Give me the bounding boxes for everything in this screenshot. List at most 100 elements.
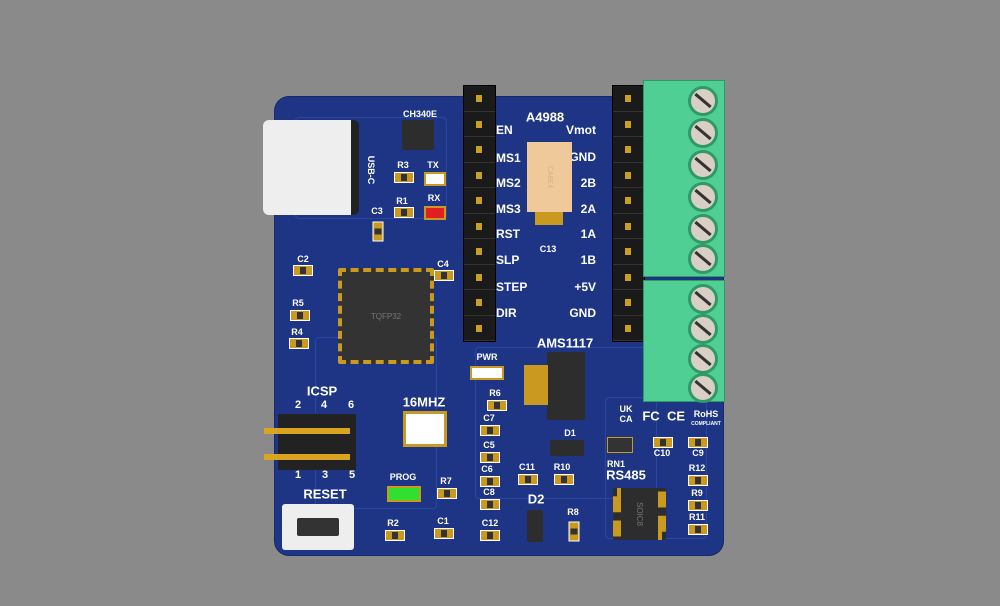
label-r7: R7: [440, 476, 452, 486]
label-r2: R2: [387, 518, 399, 528]
ukca-bottom: CA: [619, 414, 633, 424]
pin-label: EN: [496, 123, 513, 137]
resistor-r9: [688, 500, 708, 511]
resistor-r4: [289, 338, 309, 349]
ce-mark: CE: [666, 408, 686, 424]
pin-label: Vmot: [566, 123, 596, 137]
terminal-block-power: [643, 280, 725, 403]
rohs-mark: RoHS: [693, 409, 719, 419]
label-reset: RESET: [303, 486, 347, 502]
pin-label: SLP: [496, 253, 520, 267]
capacitor-c3: [372, 221, 384, 242]
mcu-tqfp32: TQFP32: [338, 268, 434, 364]
label-soic8: SOIC8: [635, 501, 644, 526]
label-d2: D2: [527, 491, 545, 507]
capacitor-pad: [535, 212, 563, 225]
resistor-r7: [437, 488, 457, 499]
label-icsp: ICSP: [306, 383, 338, 399]
prog-led: [387, 486, 421, 502]
usb-c-connector: [263, 120, 359, 215]
pin-label: STEP: [496, 280, 528, 294]
pin-label: GND: [569, 150, 596, 164]
label-usbc: USB-C: [366, 155, 376, 185]
resistor-r11: [688, 524, 708, 535]
icsp-pin-number: 3: [321, 469, 329, 481]
label-r8: R8: [567, 507, 579, 517]
pin-label: GND: [569, 306, 596, 320]
capacitor-c9: [688, 437, 708, 448]
label-r4: R4: [291, 327, 303, 337]
capacitor-c11: [518, 474, 538, 485]
capacitor-c10: [653, 437, 673, 448]
icsp-pin-number: 6: [347, 399, 355, 411]
rs485-transceiver: SOIC8: [613, 488, 666, 540]
terminal-block-motor: [643, 80, 725, 277]
label-c10: C10: [653, 448, 671, 458]
label-r3: R3: [397, 160, 409, 170]
label-c4: C4: [437, 259, 449, 269]
icsp-pin-number: 2: [294, 399, 302, 411]
label-c8: C8: [483, 487, 495, 497]
label-tx: TX: [427, 160, 439, 170]
capacitor-c4: [434, 270, 454, 281]
resistor-r3: [394, 172, 414, 183]
label-r5: R5: [292, 298, 304, 308]
rohs-compliant: COMPLIANT: [691, 421, 721, 427]
capacitor-c8: [480, 499, 500, 510]
pwr-led: [470, 366, 504, 380]
ukca-top: UK: [619, 404, 633, 414]
label-c11: C11: [518, 462, 536, 472]
pin-label: MS2: [496, 176, 521, 190]
resistor-r1: [394, 207, 414, 218]
ch340e-chip: [402, 120, 434, 150]
label-rs485: RS485: [606, 467, 646, 483]
resistor-r10: [554, 474, 574, 485]
label-ch340e: CH340E: [402, 109, 438, 119]
label-r10: R10: [553, 462, 571, 472]
icsp-pin-number: 4: [320, 399, 328, 411]
trace: [475, 347, 657, 499]
capacitor-c6: [480, 476, 500, 487]
label-c13: C13: [539, 244, 557, 254]
resistor-r12: [688, 475, 708, 486]
resistor-r2: [385, 530, 405, 541]
label-prog: PROG: [389, 472, 417, 482]
label-tqfp32: TQFP32: [370, 311, 402, 321]
label-ams1117: AMS1117: [536, 335, 594, 351]
label-c12: C12: [481, 518, 499, 528]
tx-led: [424, 172, 446, 186]
crystal-16mhz: [403, 411, 447, 447]
pin-label: +5V: [574, 280, 596, 294]
a4988-right-header: [612, 85, 645, 342]
label-pwr: PWR: [476, 352, 498, 362]
label-c9: C9: [692, 448, 704, 458]
label-c3: C3: [371, 206, 383, 216]
resistor-r8: [568, 521, 580, 542]
pin-label: MS3: [496, 202, 521, 216]
pin-label: 2B: [580, 176, 596, 190]
label-c1: C1: [437, 516, 449, 526]
label-c7: C7: [483, 413, 495, 423]
pin-label: 1B: [580, 253, 596, 267]
capacitor-c1: [434, 528, 454, 539]
label-c6: C6: [481, 464, 493, 474]
label-r12: R12: [688, 463, 706, 473]
label-r9: R9: [691, 488, 703, 498]
icsp-header: [264, 414, 356, 470]
pin-label: MS1: [496, 151, 521, 165]
diode-d2: [527, 510, 543, 542]
label-d1: D1: [564, 428, 576, 438]
pin-label: 1A: [580, 227, 596, 241]
label-r11: R11: [688, 512, 706, 522]
icsp-pin-number: 5: [348, 469, 356, 481]
label-r6: R6: [489, 388, 501, 398]
resistor-r5: [290, 310, 310, 321]
resistor-r6: [487, 400, 507, 411]
label-r1: R1: [396, 196, 408, 206]
label-rx: RX: [427, 193, 441, 203]
rx-led: [424, 206, 446, 220]
pin-label: RST: [496, 227, 520, 241]
reset-button[interactable]: [282, 504, 354, 550]
ams1117-regulator: [547, 352, 585, 420]
